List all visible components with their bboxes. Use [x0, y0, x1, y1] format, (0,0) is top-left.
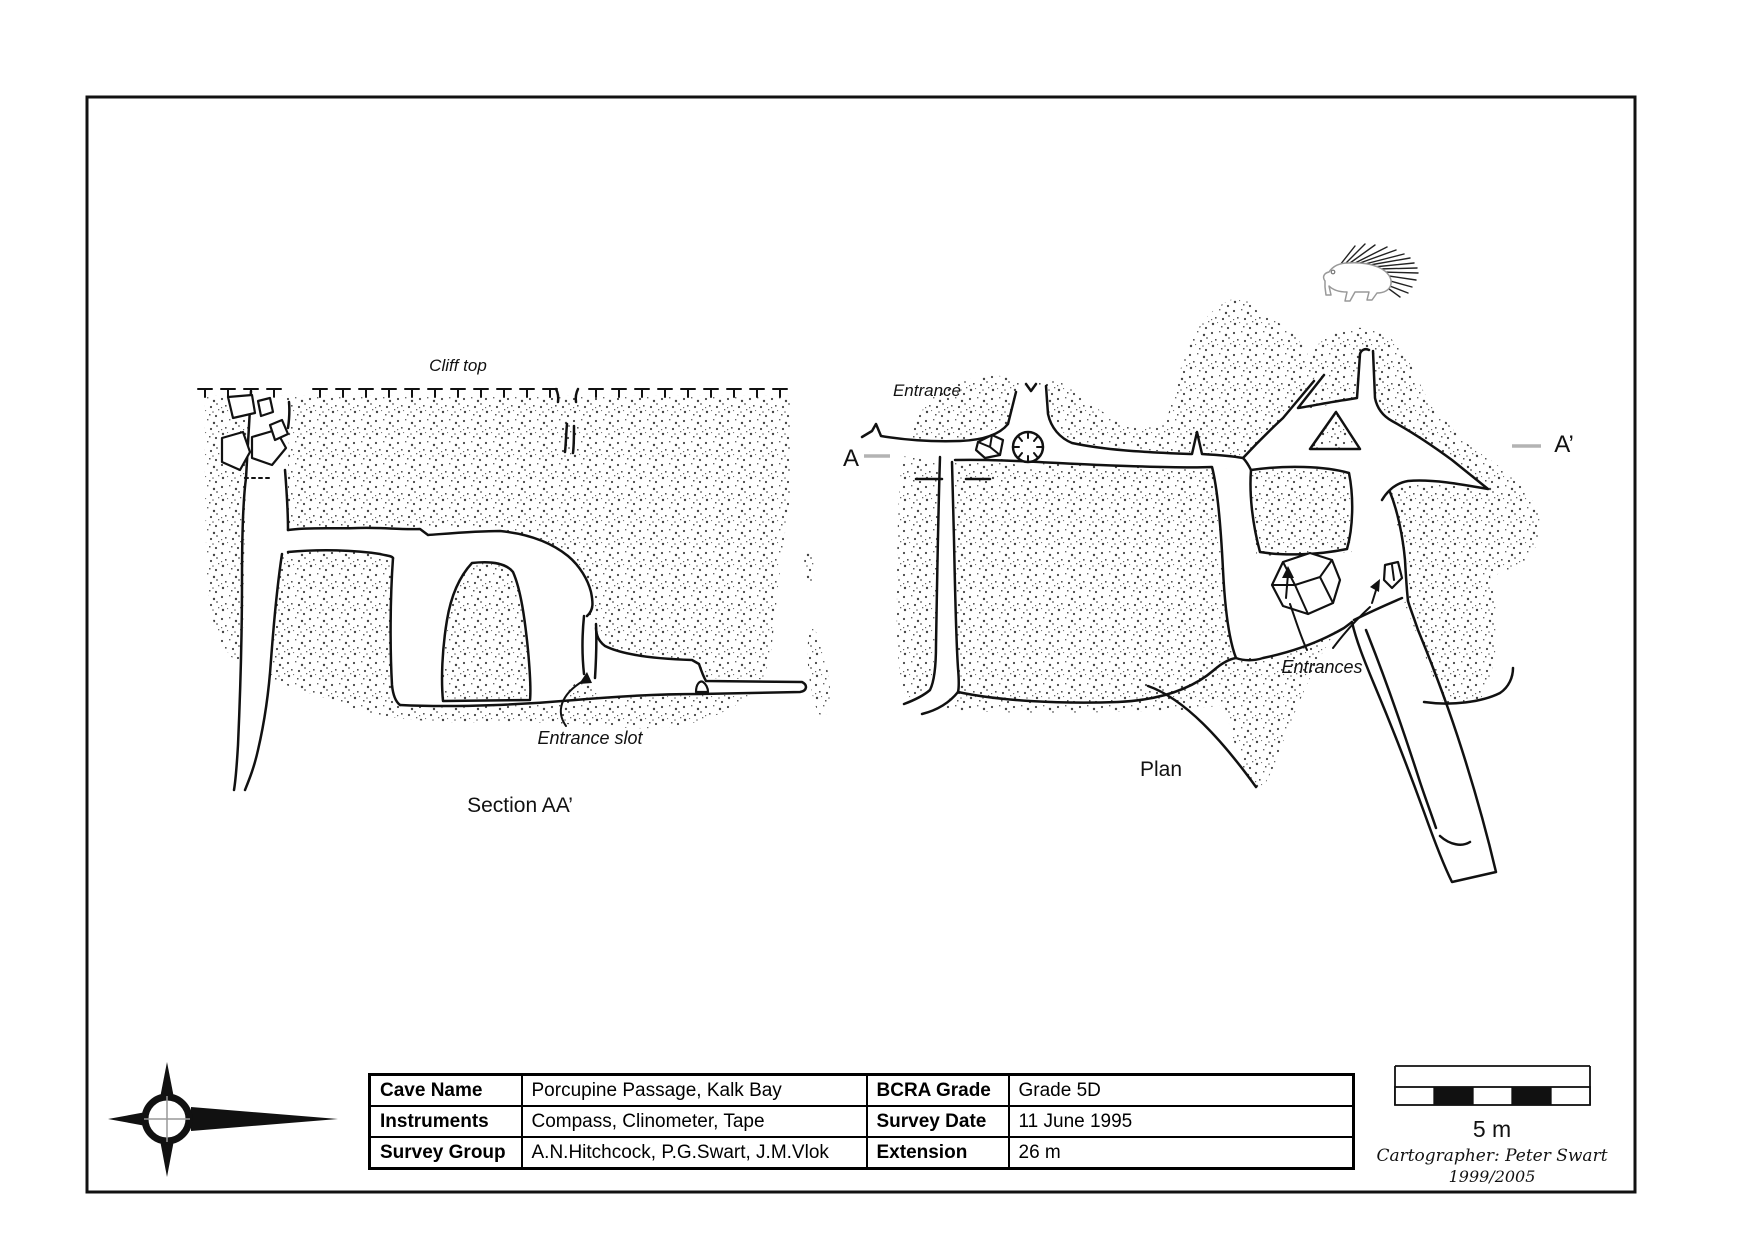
instruments-label: Instruments: [368, 1105, 523, 1138]
chamber-left-wall: [389, 556, 402, 707]
triangle-island: [1308, 410, 1362, 451]
table-row: Survey Group A.N.Hitchcock, P.G.Swart, J…: [368, 1136, 1355, 1170]
surface-crack: [554, 387, 580, 455]
plan-block-outline: [950, 458, 1238, 704]
cliff-top-label: Cliff top: [429, 356, 487, 375]
porcupine-illustration: [1322, 243, 1419, 302]
plan-left-passage: [902, 455, 960, 716]
chamber-pillar: [440, 561, 532, 703]
table-row: Instruments Compass, Clinometer, Tape Su…: [368, 1105, 1355, 1138]
map-border: [85, 95, 1637, 1194]
entrance-slot-label: Entrance slot: [537, 728, 643, 748]
scale-bar: 5 m Cartographer: Peter Swart 1999/2005: [1376, 1065, 1608, 1186]
extension-label: Extension: [865, 1136, 1010, 1170]
junction-corner: [1241, 456, 1253, 472]
survey-group-label: Survey Group: [368, 1136, 523, 1170]
plan-title: Plan: [1140, 758, 1182, 781]
cartographer-credit: Cartographer: Peter Swart: [1376, 1146, 1607, 1166]
chamber-ceiling: [286, 526, 594, 618]
section-title: Section AA’: [467, 794, 573, 817]
slot-leader-line: [559, 680, 584, 727]
table-row: Cave Name Porcupine Passage, Kalk Bay BC…: [368, 1073, 1355, 1107]
plan-top-wall: [860, 382, 1245, 460]
instruments-value: Compass, Clinometer, Tape: [520, 1105, 868, 1138]
shaft-left-wall: [232, 389, 253, 792]
diagonal-passage: [1350, 596, 1498, 884]
survey-group-value: A.N.Hitchcock, P.G.Swart, J.M.Vlok: [520, 1136, 868, 1170]
survey-date-value: 11 June 1995: [1007, 1105, 1355, 1138]
a-marker: A: [843, 445, 859, 472]
bcra-grade-label: BCRA Grade: [865, 1073, 1010, 1107]
chamber-floor: [398, 626, 808, 708]
scale-label: 5 m: [1473, 1116, 1511, 1142]
cave-name-value: Porcupine Passage, Kalk Bay: [520, 1073, 868, 1107]
bcra-grade-value: Grade 5D: [1007, 1073, 1355, 1107]
entrance-label: Entrance: [893, 381, 961, 400]
entrance-arrows: [1282, 566, 1380, 651]
a-prime-marker: A’: [1554, 431, 1574, 458]
extension-value: 26 m: [1007, 1136, 1355, 1170]
survey-years: 1999/2005: [1449, 1167, 1536, 1186]
plan-view: Entrance A A’ Entrances Plan: [804, 298, 1574, 884]
plan-island: [1249, 465, 1354, 556]
plan-junction-walls: [1241, 347, 1490, 603]
shaft-right-wall: [243, 400, 291, 792]
compass-rose-icon: [108, 1062, 338, 1177]
pit-symbol: [1011, 430, 1045, 464]
shaft-boulders: [220, 393, 290, 472]
entrance-slot-walls: [581, 614, 598, 680]
survey-data-table: Cave Name Porcupine Passage, Kalk Bay BC…: [368, 1073, 1355, 1170]
plan-rock-patch-left2: [804, 545, 815, 582]
survey-date-label: Survey Date: [865, 1105, 1010, 1138]
entrances-label: Entrances: [1281, 657, 1362, 677]
passage-floor: [286, 549, 395, 560]
section-view: Cliff top Entrance slot Section AA’: [197, 356, 808, 817]
plan-rock-patch-left: [807, 625, 831, 718]
pit-boulder: [974, 433, 1005, 460]
floor-boulder: [694, 680, 710, 694]
cave-name-label: Cave Name: [368, 1073, 523, 1107]
